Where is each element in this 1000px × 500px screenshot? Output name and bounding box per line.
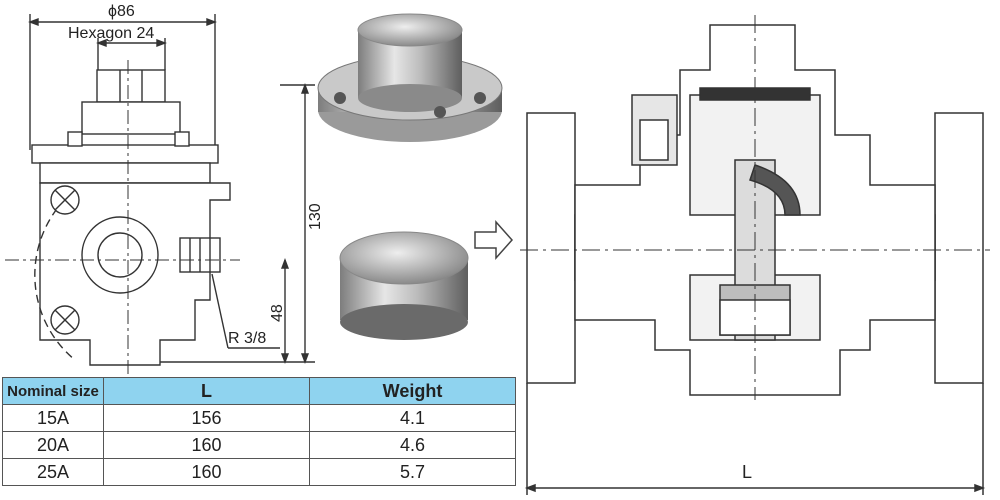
spec-table: Nominal size L Weight 15A 156 4.1 20A 16… — [2, 377, 516, 486]
table-row: 25A 160 5.7 — [2, 458, 516, 486]
cell-nominal-size: 15A — [2, 404, 104, 432]
table-row: 20A 160 4.6 — [2, 431, 516, 459]
cell-length: 160 — [103, 431, 310, 459]
diameter-label: ϕ86 — [108, 3, 135, 20]
header-nominal-size: Nominal size — [2, 377, 104, 405]
table-row: 15A 156 4.1 — [2, 404, 516, 432]
flow-direction-arrow — [474, 220, 514, 260]
thread-label: R 3/8 — [228, 330, 266, 347]
hexagon-label: Hexagon 24 — [68, 25, 154, 42]
cap-photo-flanged — [317, 13, 503, 142]
cell-weight: 4.1 — [309, 404, 516, 432]
cross-section-drawing — [520, 15, 990, 495]
cell-length: 160 — [103, 458, 310, 486]
cell-nominal-size: 25A — [2, 458, 104, 486]
header-length: L — [103, 377, 310, 405]
height-total-label: 130 — [307, 203, 324, 230]
table-header-row: Nominal size L Weight — [2, 377, 516, 405]
cell-weight: 4.6 — [309, 431, 516, 459]
header-weight: Weight — [309, 377, 516, 405]
cell-nominal-size: 20A — [2, 431, 104, 459]
cell-weight: 5.7 — [309, 458, 516, 486]
length-label: L — [742, 462, 752, 482]
side-view-drawing — [5, 14, 315, 375]
cell-length: 156 — [103, 404, 310, 432]
cap-photo-round — [339, 231, 469, 340]
height-center-label: 48 — [269, 304, 286, 322]
